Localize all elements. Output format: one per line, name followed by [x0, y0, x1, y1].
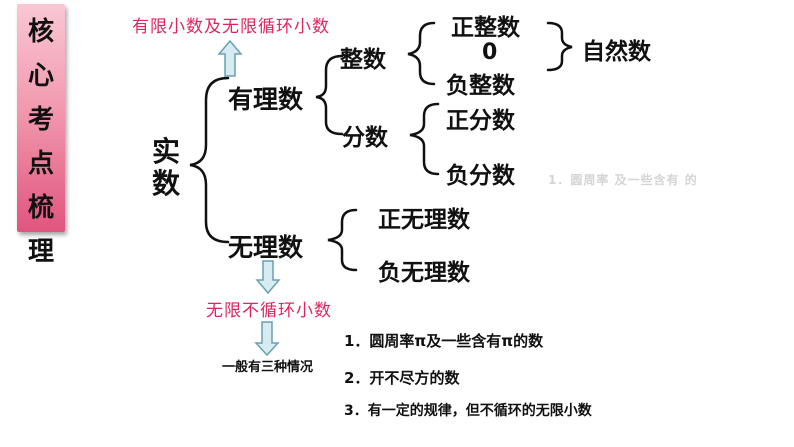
node-natural-number: 自然数 [582, 39, 651, 65]
irrational-note: 无限不循环小数 [206, 301, 332, 321]
node-zero: 0 [482, 40, 498, 65]
node-positive-fraction: 正分数 [446, 108, 515, 134]
brace-fraction [409, 102, 440, 176]
general-types-label: 一般有三种情况 [222, 360, 314, 375]
faded-background-text: 1．圆周率 及一些含有 的 [548, 173, 698, 187]
node-negative-irrational: 负无理数 [378, 260, 470, 286]
brace-natural [546, 21, 573, 72]
node-fraction: 分数 [342, 125, 388, 151]
brace-root [189, 76, 230, 244]
list-item-1: 1．圆周率π及一些含有π的数 [344, 332, 544, 350]
rational-note: 有限小数及无限循环小数 [132, 17, 330, 37]
arrow-down-irrational [255, 260, 281, 295]
node-integer: 整数 [340, 47, 386, 73]
node-negative-integer: 负整数 [446, 73, 515, 99]
arrow-down-types [254, 321, 280, 357]
brace-rational [315, 54, 344, 136]
brace-irrational [327, 208, 358, 272]
node-positive-irrational: 正无理数 [378, 207, 470, 233]
list-item-2: 2．开不尽方的数 [344, 369, 460, 387]
node-rational: 有理数 [228, 85, 304, 114]
node-irrational: 无理数 [228, 233, 304, 262]
sidebar-title: 核 心 考 点 梳 理 [27, 17, 54, 267]
node-real-number: 实数 [151, 135, 180, 200]
node-positive-integer: 正整数 [451, 15, 520, 41]
sidebar-title-box: 核 心 考 点 梳 理 [17, 4, 65, 267]
list-item-3: 3．有一定的规律，但不循环的无限小数 [344, 403, 592, 419]
brace-integer [407, 21, 436, 86]
node-negative-fraction: 负分数 [446, 163, 515, 189]
arrow-up-rational [217, 39, 243, 77]
